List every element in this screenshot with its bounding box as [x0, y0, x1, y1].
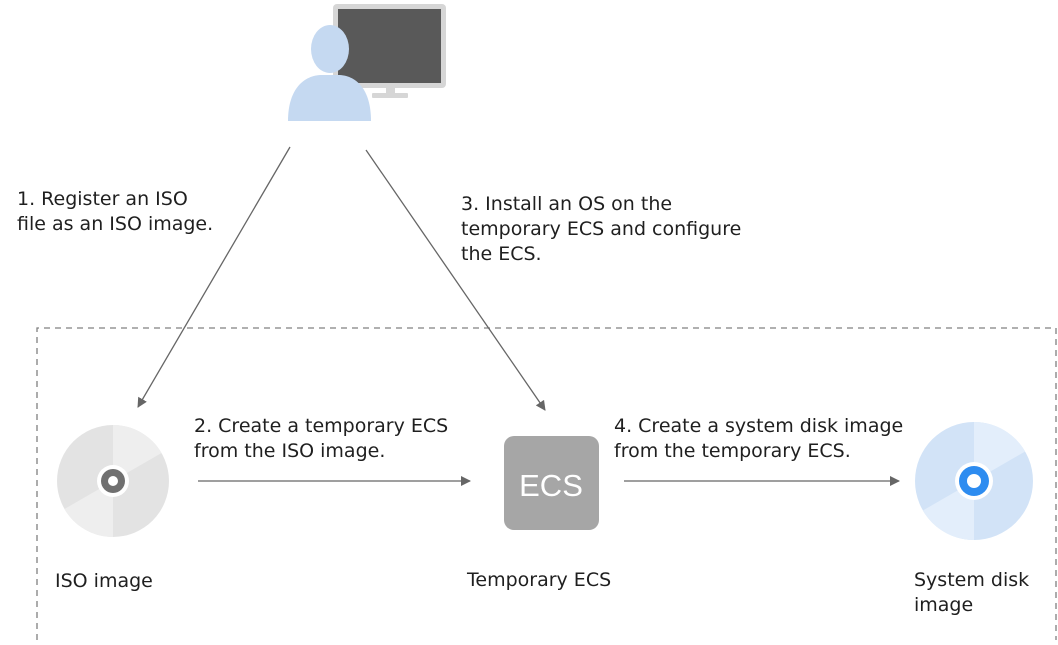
- arrow-install-os: [365, 149, 546, 411]
- monitor-neck: [386, 88, 395, 94]
- step-3-label: 3. Install an OS on the temporary ECS an…: [461, 193, 742, 265]
- user-at-computer-icon: [288, 4, 446, 121]
- step-2-label: 2. Create a temporary ECS from the ISO i…: [194, 415, 449, 462]
- user-head: [311, 25, 349, 73]
- system-disc-icon: [915, 422, 1033, 540]
- user-body: [288, 75, 371, 121]
- arrow-register-iso: [137, 146, 291, 408]
- temporary-ecs-label: Temporary ECS: [467, 569, 612, 591]
- step-4-label: 4. Create a system disk image from the t…: [614, 415, 904, 462]
- step-1-label: 1. Register an ISO file as an ISO image.: [17, 188, 214, 235]
- iso-image-label: ISO image: [55, 570, 153, 592]
- monitor-screen: [338, 9, 441, 83]
- dashed-region-border: [36, 327, 1057, 640]
- iso-disc-icon: [57, 425, 169, 537]
- ecs-server-icon: ECS: [504, 436, 599, 530]
- monitor-base: [372, 93, 408, 98]
- system-disk-image-label: System disk image: [914, 569, 1030, 616]
- ecs-box-label: ECS: [519, 468, 583, 503]
